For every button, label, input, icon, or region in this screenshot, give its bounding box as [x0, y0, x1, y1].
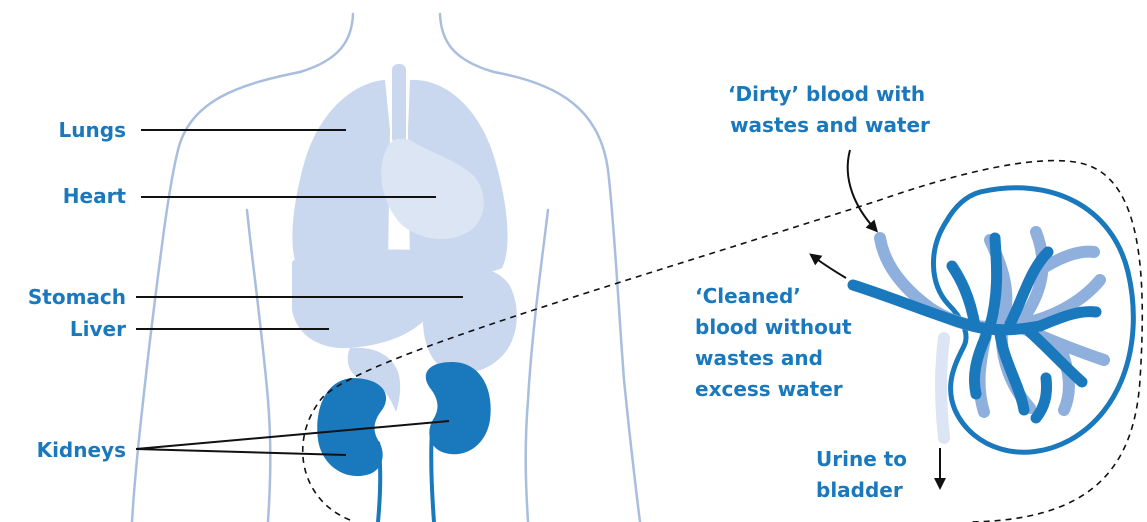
leader-kidneys-left — [136, 449, 346, 455]
left-ureter — [378, 442, 380, 522]
neck-left-line — [300, 14, 353, 72]
urine-tube — [941, 338, 944, 438]
label-kidneys: Kidneys — [37, 438, 126, 462]
label-heart: Heart — [63, 184, 127, 208]
torso-left-line — [247, 210, 270, 522]
cleaned-blood-line-2: blood without — [695, 315, 852, 339]
dirty-blood-line-1: ‘Dirty’ blood with — [728, 82, 925, 106]
label-liver: Liver — [70, 317, 126, 341]
annotation-dirty-blood: ‘Dirty’ blood with wastes and water — [728, 82, 932, 137]
cleaned-blood-arrow — [814, 257, 846, 278]
dirty-blood-line-2: wastes and water — [730, 113, 930, 137]
organs — [292, 64, 517, 522]
neck-right-line — [440, 14, 494, 72]
urine-line-2: bladder — [816, 478, 903, 502]
annotations: ‘Dirty’ blood with wastes and water ‘Cle… — [695, 82, 932, 502]
torso-right-line — [526, 210, 548, 522]
stomach — [423, 265, 517, 373]
dirty-blood-arrow — [848, 150, 874, 228]
leader-kidneys-right — [136, 421, 449, 449]
right-kidney — [426, 362, 491, 454]
annotation-cleaned-blood: ‘Cleaned’ blood without wastes and exces… — [695, 284, 859, 401]
urine-line-1: Urine to — [816, 447, 907, 471]
left-lung — [292, 80, 390, 274]
cleaned-blood-line-4: excess water — [695, 377, 843, 401]
cleaned-blood-line-3: wastes and — [695, 346, 823, 370]
cleaned-blood-line-1: ‘Cleaned’ — [695, 284, 801, 308]
trachea — [392, 64, 406, 144]
liver — [292, 250, 441, 349]
shoulder-right-line — [494, 72, 640, 522]
label-lungs: Lungs — [59, 118, 126, 142]
label-stomach: Stomach — [28, 285, 126, 309]
annotation-urine: Urine to bladder — [816, 447, 914, 502]
kidney-cross-section — [853, 188, 1133, 452]
